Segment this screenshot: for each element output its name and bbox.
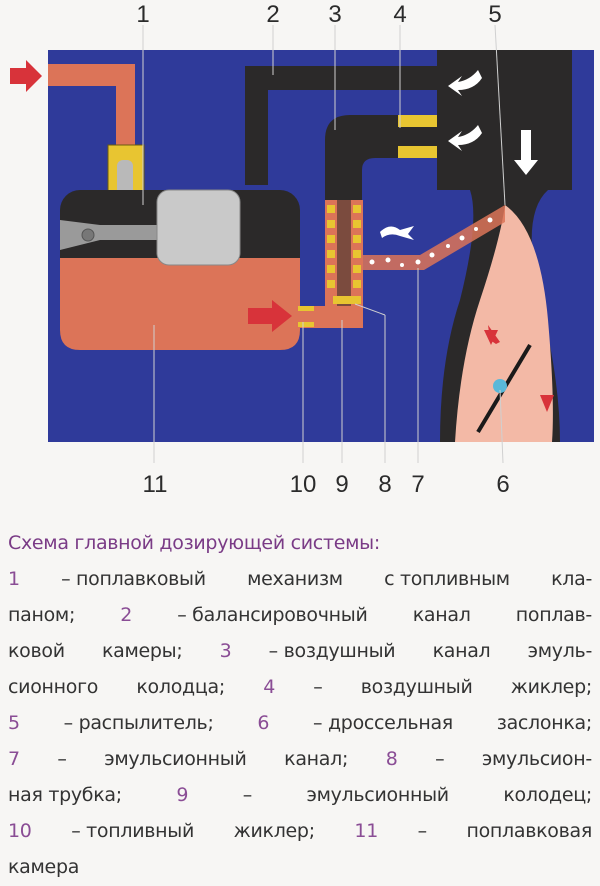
legend-text: – — [435, 748, 445, 770]
legend-text: ная трубка; — [8, 784, 122, 806]
air-inlet-arrow-lower — [448, 125, 482, 151]
legend-text: с топливным — [384, 568, 510, 590]
leader-lines — [142, 24, 506, 464]
label-8: 8 — [378, 471, 391, 498]
label-3: 3 — [328, 1, 341, 28]
fuel-inlet-arrow — [10, 60, 42, 92]
emulsion-tube — [337, 200, 351, 312]
fuel-jet-bottom — [298, 322, 314, 327]
legend-text: колодца; — [136, 676, 225, 698]
legend-text: эмульсионный — [104, 748, 247, 770]
legend-text: – — [57, 748, 67, 770]
legend-text: канал; — [284, 748, 349, 770]
legend-text: камеры; — [101, 640, 183, 662]
label-4: 4 — [393, 1, 406, 28]
legend-number: 3 — [219, 640, 232, 662]
legend-number: 7 — [8, 748, 20, 770]
legend-text: – поплавковый — [61, 568, 206, 590]
legend-text: – дроссельная — [313, 712, 453, 734]
float-lever — [60, 220, 160, 250]
label-5: 5 — [488, 1, 501, 28]
legend-text: эмульсионный — [306, 784, 449, 806]
legend-text: поплавковая — [466, 820, 592, 842]
label-11: 11 — [143, 471, 168, 498]
legend-text: эмуль- — [527, 640, 593, 662]
legend-text: – — [313, 676, 323, 698]
balance-channel — [245, 66, 440, 185]
legend-text: – — [417, 820, 428, 842]
caption-line: сионного колодца; 4 – воздушный жиклер; — [8, 670, 592, 706]
carburetor-main-metering-diagram: 1 2 3 4 5 11 10 9 8 7 6 — [10, 1, 594, 498]
caption-line: 10 – топливный жиклер; 11 – поплавковая — [8, 814, 592, 850]
legend-number: 4 — [263, 676, 276, 698]
legend-text: воздушный — [360, 676, 473, 698]
caption-line: 7 – эмульсионный канал; 8 – эмульсион- — [8, 742, 592, 778]
legend-text: кла- — [551, 568, 592, 590]
legend-text: – распылитель; — [63, 712, 214, 734]
emulsion-flow-arrow — [380, 226, 414, 240]
air-jet-top — [398, 115, 438, 127]
legend-number: 2 — [120, 604, 133, 626]
caption-legend: 1 – поплавковый механизм с топливным кла-пан… — [8, 562, 592, 886]
legend-number: 8 — [385, 748, 398, 770]
air-down-arrow — [514, 130, 538, 175]
fuel-flow-arrow — [248, 300, 292, 332]
caption-line: паном; 2 – балансировочный канал поплав- — [8, 598, 592, 634]
legend-text: – топливный — [71, 820, 195, 842]
legend-text: камера — [8, 856, 80, 878]
legend-text: ковой — [8, 640, 65, 662]
legend-text: канал — [412, 604, 471, 626]
legend-text: эмульсион- — [481, 748, 592, 770]
legend-text: механизм — [247, 568, 343, 590]
float-pivot — [81, 228, 95, 242]
caption-line: ковой камеры; 3 – воздушный канал эмуль- — [8, 634, 592, 670]
air-inlet-arrow-upper — [448, 70, 482, 96]
legend-number: 5 — [8, 712, 20, 734]
label-6: 6 — [496, 471, 509, 498]
fuel-inlet-pipe — [48, 64, 135, 150]
legend-text: – воздушный — [268, 640, 396, 662]
label-7: 7 — [411, 471, 424, 498]
air-channel — [325, 115, 440, 200]
mixture-arrow-2 — [540, 395, 554, 412]
legend-text: заслонка; — [496, 712, 593, 734]
fuel-in-chamber — [60, 258, 300, 350]
label-10: 10 — [290, 471, 317, 498]
air-jet-bottom — [398, 146, 438, 158]
legend-number: 9 — [176, 784, 189, 806]
legend-number: 10 — [8, 820, 32, 842]
legend-number: 6 — [257, 712, 270, 734]
float — [156, 189, 241, 266]
caption-line: 1 – поплавковый механизм с топливным кла- — [8, 562, 592, 598]
fuel-jet-top — [298, 306, 314, 311]
diagram-caption: Схема главной дозирующей системы: 1 – поп… — [8, 528, 592, 886]
emulsion-tube-holes — [327, 205, 361, 304]
legend-number: 11 — [354, 820, 378, 842]
legend-text: сионного — [8, 676, 99, 698]
legend-text: канал — [432, 640, 491, 662]
caption-line: ная трубка; 9 – эмульсионный колодец; — [8, 778, 592, 814]
legend-text: жиклер; — [233, 820, 315, 842]
emulsion-bubbles — [369, 217, 493, 267]
legend-text: колодец; — [503, 784, 592, 806]
legend-number: 1 — [8, 568, 20, 590]
legend-text: поплав- — [515, 604, 593, 626]
caption-line: 5 – распылитель; 6 – дроссельная заслонка; — [8, 706, 592, 742]
throttle-axis — [493, 379, 507, 393]
legend-text: жиклер; — [510, 676, 592, 698]
legend-text: – — [242, 784, 253, 806]
mixture-arrow-1 — [484, 325, 500, 345]
label-9: 9 — [335, 471, 348, 498]
label-1: 1 — [136, 1, 149, 28]
caption-title: Схема главной дозирующей системы: — [8, 532, 380, 554]
legend-text: – балансировочный — [177, 604, 368, 626]
label-2: 2 — [266, 1, 279, 28]
caption-line: камера — [8, 850, 592, 886]
legend-text: паном; — [8, 604, 76, 626]
mixing-chamber-flow — [455, 205, 553, 442]
